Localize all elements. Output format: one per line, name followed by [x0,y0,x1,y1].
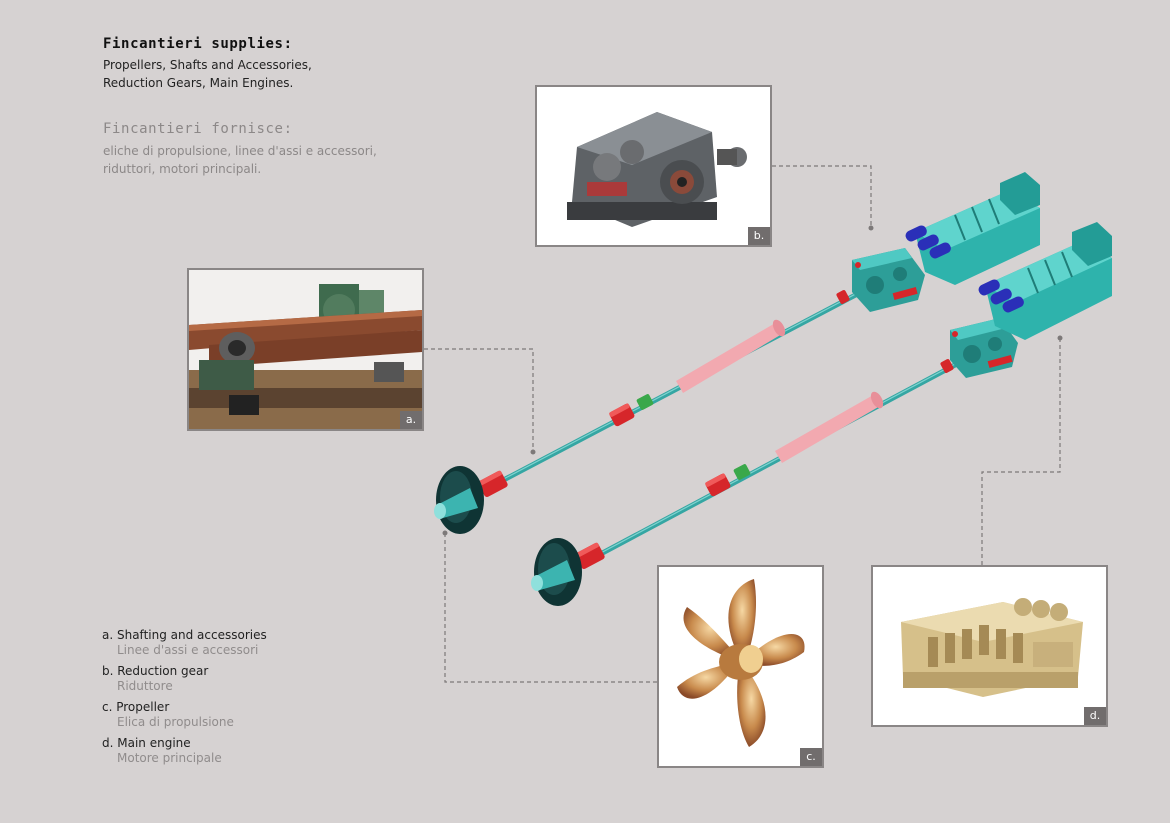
legend: a. Shafting and accessories Linee d'assi… [102,628,267,772]
photo-tag-a: a. [400,411,422,429]
stern-tube-sleeve [676,322,782,393]
connector-dot-b [868,225,874,231]
propeller-hub [534,560,575,590]
photo-reduction-gear: b. [535,85,772,247]
reduction-gear-lower [950,318,1018,378]
shafting-photo-icon [189,270,422,429]
subtitle-italian-line: eliche di propulsione, linee d'assi e ac… [103,144,377,158]
reduction-gear-upper [852,248,925,312]
legend-label-it: Elica di propulsione [117,715,234,729]
heading-english: Fincantieri supplies: [103,36,293,52]
subtitle-italian-line: riduttori, motori principali. [103,162,262,176]
connector-line-b [772,165,872,228]
connector-dot-d [1057,335,1063,341]
propeller-hub [437,488,478,518]
connector-dot-c [442,530,448,536]
legend-label-it: Linee d'assi e accessori [117,643,259,657]
stern-tube-sleeve [775,394,880,463]
bearing [575,542,605,569]
connector-dot-a [530,449,536,455]
main-engine-photo-icon [873,567,1106,725]
main-engine-lower [978,222,1112,340]
shaft [577,362,958,568]
shaft-line-upper [434,287,868,534]
coupling [636,394,654,410]
propeller-photo-icon [659,567,822,766]
shaft [472,287,868,498]
bearing [609,403,635,427]
connector-line-a [424,348,534,452]
legend-label-it: Motore principale [117,751,222,765]
connector-line-d [981,338,1061,565]
bearing [705,473,731,497]
photo-propeller: c. [657,565,824,768]
legend-label-en: b. Reduction gear [102,664,209,678]
legend-label-it: Riduttore [117,679,173,693]
main-engine-upper [905,172,1040,285]
subtitle-italian: eliche di propulsione, linee d'assi e ac… [103,142,423,178]
subtitle-english-line: Propellers, Shafts and Accessories, [103,58,312,72]
photo-main-engine: d. [871,565,1108,727]
legend-label-en: c. Propeller [102,700,170,714]
photo-tag-d: d. [1084,707,1106,725]
legend-item-main-engine: d. Main engine Motore principale [102,736,267,766]
legend-item-shafting: a. Shafting and accessories Linee d'assi… [102,628,267,658]
heading-italian: Fincantieri fornisce: [103,121,293,137]
legend-label-en: a. Shafting and accessories [102,628,267,642]
coupling [733,464,751,480]
subtitle-english-line: Reduction Gears, Main Engines. [103,76,294,90]
photo-tag-c: c. [800,748,822,766]
legend-item-reduction-gear: b. Reduction gear Riduttore [102,664,267,694]
photo-tag-b: b. [748,227,770,245]
photo-shafting: a. [187,268,424,431]
connector-lines [424,165,1061,683]
bearing [478,470,508,497]
connector-line-c [444,533,657,683]
legend-label-en: d. Main engine [102,736,191,750]
legend-item-propeller: c. Propeller Elica di propulsione [102,700,267,730]
subtitle-english: Propellers, Shafts and Accessories, Redu… [103,56,363,92]
shaft-line-lower [531,359,958,606]
reduction-gear-photo-icon [537,87,770,245]
